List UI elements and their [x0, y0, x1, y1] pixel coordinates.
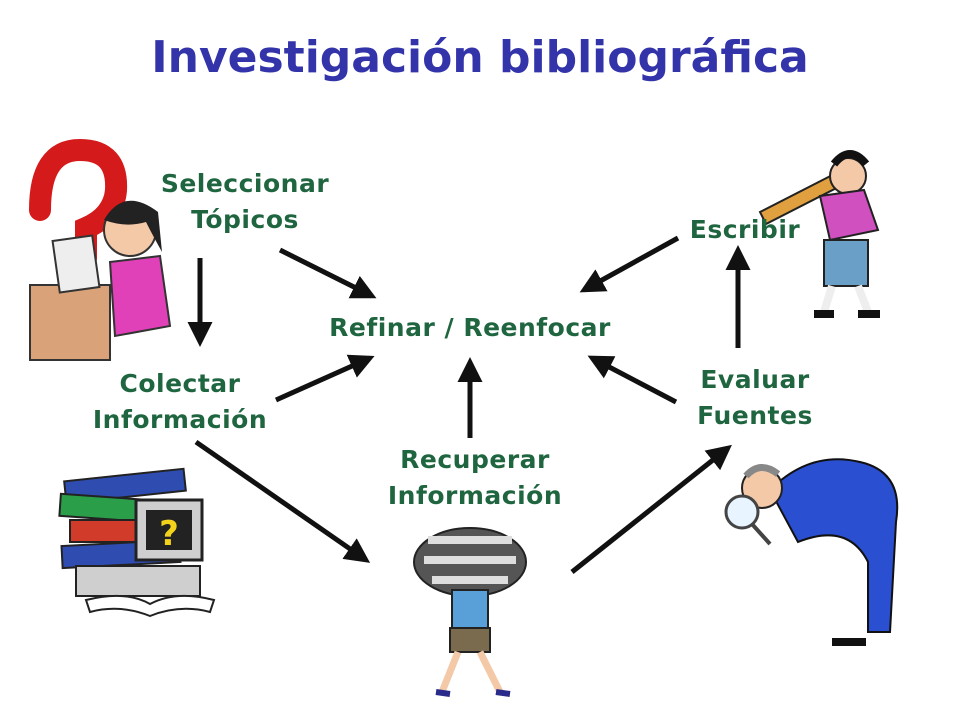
node-escribir-line1: Escribir — [689, 215, 801, 244]
page-title: Investigación bibliográfica — [151, 32, 809, 83]
man-with-pencil-icon — [758, 150, 880, 318]
svg-text:?: ? — [159, 514, 179, 554]
node-escribir: Escribir — [670, 212, 820, 248]
node-evaluar-fuentes: Evaluar Fuentes — [660, 362, 850, 434]
node-recuperar-line1: Recuperar — [400, 445, 550, 474]
node-recuperar-line2: Información — [387, 481, 563, 510]
node-colectar-informacion: Colectar Información — [70, 366, 290, 438]
node-refinar-line1: Refinar / Reenfocar — [329, 313, 611, 342]
man-with-magnifier-icon — [724, 458, 899, 646]
computer-books-icon: ? — [58, 467, 216, 618]
arrow-colectar-to-refinar — [274, 354, 375, 403]
question-mark-girl-icon — [29, 138, 172, 361]
node-evaluar-line1: Evaluar — [700, 365, 810, 394]
arrow-escribir-to-refinar — [579, 235, 680, 293]
node-recuperar-informacion: Recuperar Información — [360, 442, 590, 514]
arrow-colectar-to-recuperar — [194, 439, 371, 563]
node-colectar-line1: Colectar — [119, 369, 241, 398]
node-seleccionar-topicos: Seleccionar Tópicos — [130, 166, 360, 238]
arrow-recuperar-to-evaluar — [570, 444, 732, 574]
arrow-evaluar-to-refinar — [587, 355, 678, 405]
node-seleccionar-line2: Tópicos — [191, 205, 299, 234]
node-colectar-line2: Información — [92, 405, 268, 434]
node-evaluar-line2: Fuentes — [697, 401, 813, 430]
node-refinar-reenfocar: Refinar / Reenfocar — [300, 310, 640, 346]
arrow-seleccionar-to-refinar — [278, 247, 377, 299]
node-seleccionar-line1: Seleccionar — [160, 169, 330, 198]
person-carrying-books-icon — [413, 527, 527, 697]
